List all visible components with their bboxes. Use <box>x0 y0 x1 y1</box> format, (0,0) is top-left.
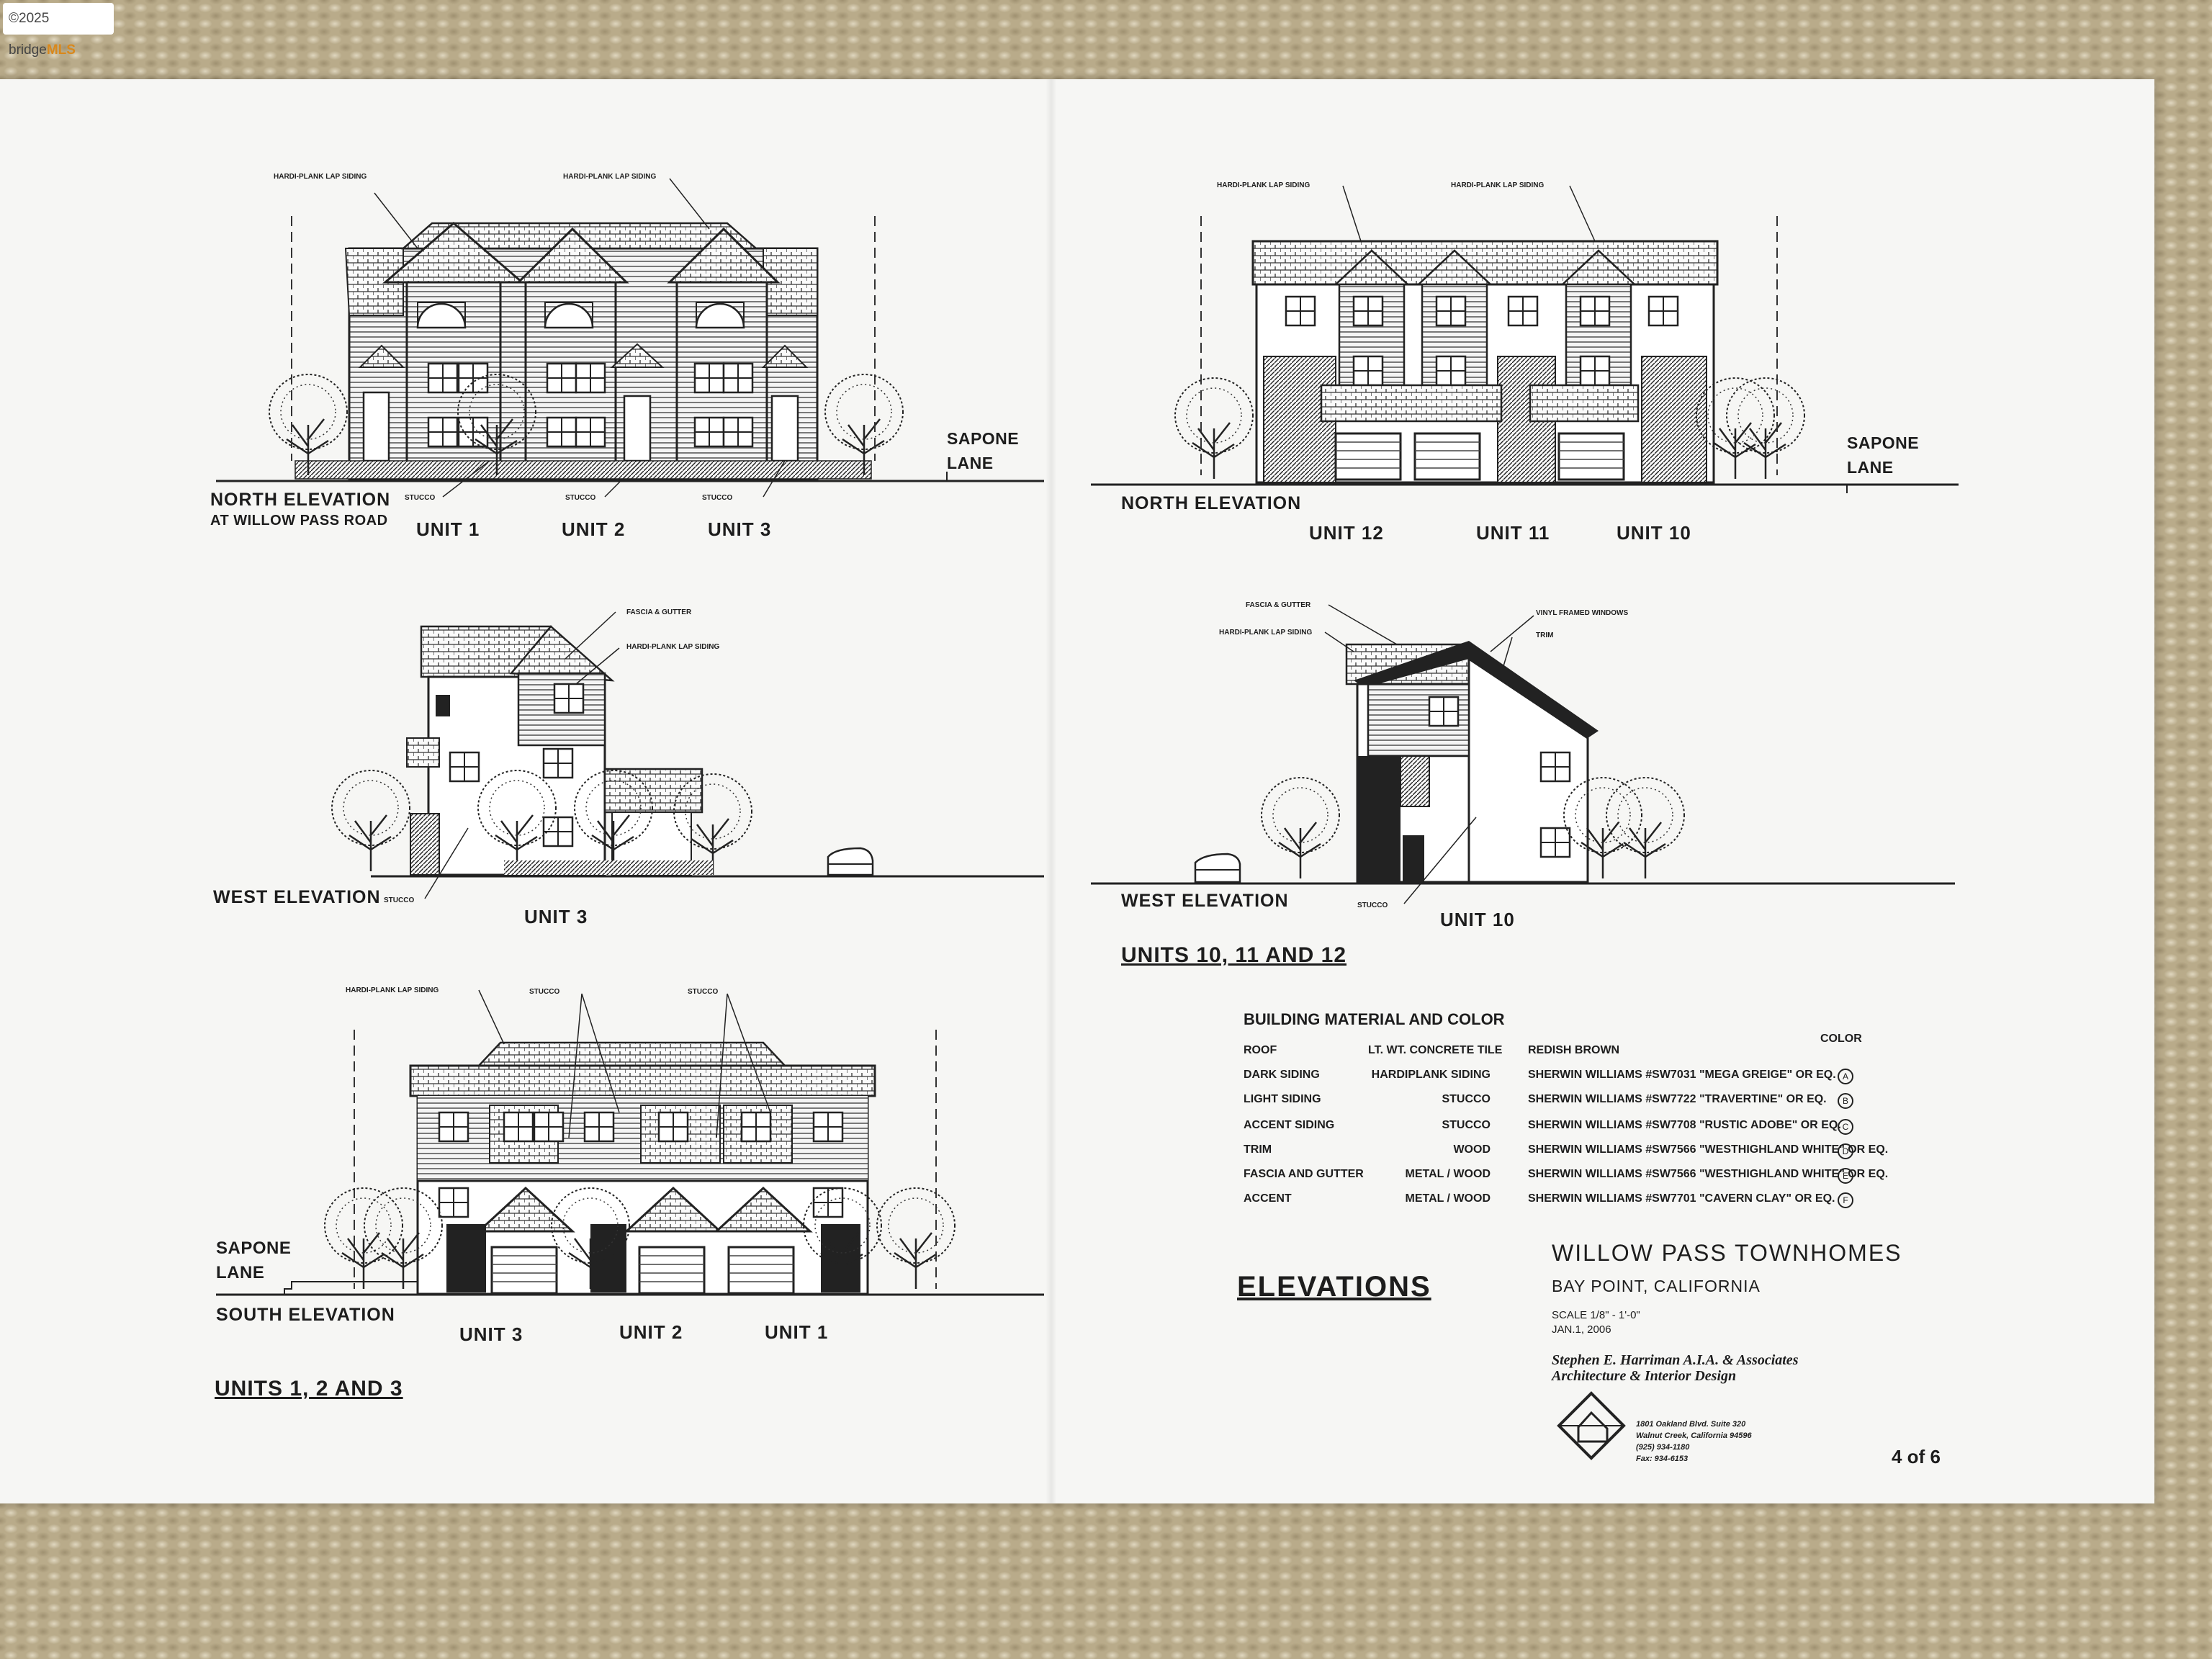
callout-trim: TRIM <box>1536 631 1554 639</box>
material-item: FASCIA AND GUTTER <box>1244 1168 1364 1180</box>
north-right-unit-10: UNIT 10 <box>1617 522 1691 544</box>
north-right-unit-11: UNIT 11 <box>1476 522 1550 544</box>
callout-hardi-plank-6: HARDI-PLANK LAP SIDING <box>1219 629 1313 637</box>
callout-stucco-2: STUCCO <box>565 494 596 502</box>
south-elevation-drawing <box>216 989 1044 1296</box>
material-item: ACCENT SIDING <box>1244 1119 1335 1131</box>
west-elevation-left-drawing <box>331 611 1044 899</box>
south-elevation-title: SOUTH ELEVATION <box>216 1305 395 1325</box>
architect-name: Stephen E. Harriman A.I.A. & Associates <box>1552 1352 1799 1368</box>
south-unit-2: UNIT 2 <box>619 1321 683 1343</box>
callout-hardi-plank-2: HARDI-PLANK LAP SIDING <box>563 173 657 181</box>
material-key: C <box>1838 1119 1853 1135</box>
north-left-unit-3: UNIT 3 <box>708 518 772 540</box>
south-street-line1: SAPONE <box>216 1238 292 1258</box>
address-phone: (925) 934-1180 <box>1636 1443 1690 1452</box>
west-left-unit-3: UNIT 3 <box>524 906 588 927</box>
materials-heading: BUILDING MATERIAL AND COLOR <box>1244 1010 1505 1028</box>
units-10-11-12-heading: UNITS 10, 11 AND 12 <box>1121 943 1347 967</box>
address-line-1: 1801 Oakland Blvd. Suite 320 <box>1636 1420 1746 1429</box>
callout-hardi-plank-1: HARDI-PLANK LAP SIDING <box>274 173 367 181</box>
north-left-street-line1: SAPONE <box>947 429 1020 448</box>
architect-firm-type: Architecture & Interior Design <box>1552 1368 1737 1384</box>
material-key: F <box>1838 1192 1853 1208</box>
units-1-2-3-heading: UNITS 1, 2 AND 3 <box>215 1377 403 1401</box>
material-item: DARK SIDING <box>1244 1069 1320 1081</box>
west-right-unit-10: UNIT 10 <box>1440 909 1515 930</box>
project-location: BAY POINT, CALIFORNIA <box>1552 1277 1761 1295</box>
north-elevation-left-drawing <box>216 178 1044 498</box>
material-type: LT. WT. CONCRETE TILE <box>1368 1044 1503 1056</box>
project-name: WILLOW PASS TOWNHOMES <box>1552 1240 1902 1266</box>
material-type: STUCCO <box>1442 1119 1491 1131</box>
architect-logo <box>1557 1391 1626 1460</box>
sheet-title: ELEVATIONS <box>1237 1271 1431 1303</box>
material-type: STUCCO <box>1442 1093 1491 1105</box>
material-color: SHERWIN WILLIAMS #SW7701 "CAVERN CLAY" O… <box>1528 1192 1835 1205</box>
north-elevation-left-subtitle: AT WILLOW PASS ROAD <box>210 513 388 529</box>
callout-stucco-4: STUCCO <box>384 896 415 904</box>
west-elevation-left-title: WEST ELEVATION <box>213 887 381 907</box>
callout-vinyl-windows: VINYL FRAMED WINDOWS <box>1536 609 1629 617</box>
material-item: LIGHT SIDING <box>1244 1093 1321 1105</box>
south-street-line2: LANE <box>216 1263 265 1282</box>
page-number: 4 of 6 <box>1892 1446 1941 1467</box>
material-type: HARDIPLANK SIDING <box>1371 1069 1491 1081</box>
north-right-unit-12: UNIT 12 <box>1309 522 1384 544</box>
callout-hardi-plank-7: HARDI-PLANK LAP SIDING <box>346 986 439 994</box>
material-color: SHERWIN WILLIAMS #SW7708 "RUSTIC ADOBE" … <box>1528 1119 1841 1131</box>
callout-hardi-plank-5: HARDI-PLANK LAP SIDING <box>626 643 720 651</box>
south-unit-1: UNIT 1 <box>765 1321 829 1343</box>
drawing-scale: SCALE 1/8" - 1'-0" <box>1552 1309 1640 1321</box>
callout-fascia-gutter-1: FASCIA & GUTTER <box>626 608 692 616</box>
callout-fascia-gutter-2: FASCIA & GUTTER <box>1246 601 1311 609</box>
material-key: B <box>1838 1093 1853 1109</box>
material-color: REDISH BROWN <box>1528 1044 1620 1056</box>
north-right-street-line1: SAPONE <box>1847 433 1920 452</box>
north-left-unit-2: UNIT 2 <box>562 518 626 540</box>
south-unit-3: UNIT 3 <box>459 1323 523 1345</box>
callout-stucco-7: STUCCO <box>688 988 719 996</box>
north-left-street-line2: LANE <box>947 454 994 472</box>
material-color: SHERWIN WILLIAMS #SW7566 "WESTHIGHLAND W… <box>1528 1143 1889 1156</box>
address-line-2: Walnut Creek, California 94596 <box>1636 1431 1752 1440</box>
material-key: A <box>1838 1069 1853 1084</box>
north-left-unit-1: UNIT 1 <box>416 518 480 540</box>
callout-stucco-5: STUCCO <box>1357 902 1388 909</box>
material-item: ROOF <box>1244 1044 1277 1056</box>
north-elevation-right-drawing <box>1091 185 1959 493</box>
materials-color-header: COLOR <box>1820 1033 1862 1045</box>
material-type: METAL / WOOD <box>1405 1192 1491 1205</box>
material-key: E <box>1838 1168 1853 1184</box>
drawing-date: JAN.1, 2006 <box>1552 1323 1611 1336</box>
material-color: SHERWIN WILLIAMS #SW7031 "MEGA GREIGE" O… <box>1528 1069 1836 1081</box>
material-item: TRIM <box>1244 1143 1272 1156</box>
north-elevation-left-title: NORTH ELEVATION <box>210 490 391 510</box>
callout-hardi-plank-4: HARDI-PLANK LAP SIDING <box>1451 181 1545 189</box>
material-item: ACCENT <box>1244 1192 1292 1205</box>
material-type: WOOD <box>1453 1143 1491 1156</box>
material-color: SHERWIN WILLIAMS #SW7566 "WESTHIGHLAND W… <box>1528 1168 1889 1180</box>
watermark-badge: ©2025 bridgeMLS <box>3 3 114 58</box>
north-elevation-right-title: NORTH ELEVATION <box>1121 493 1302 513</box>
west-elevation-right-title: WEST ELEVATION <box>1121 891 1289 911</box>
paper-fold <box>1046 79 1057 1503</box>
callout-stucco-6: STUCCO <box>529 988 560 996</box>
material-type: METAL / WOOD <box>1405 1168 1491 1180</box>
callout-stucco-1: STUCCO <box>405 494 436 502</box>
callout-hardi-plank-3: HARDI-PLANK LAP SIDING <box>1217 181 1310 189</box>
material-color: SHERWIN WILLIAMS #SW7722 "TRAVERTINE" OR… <box>1528 1093 1827 1105</box>
north-right-street-line2: LANE <box>1847 458 1894 477</box>
callout-stucco-3: STUCCO <box>702 494 733 502</box>
material-key: D <box>1838 1143 1853 1159</box>
west-elevation-right-drawing <box>1091 604 1955 904</box>
address-fax: Fax: 934-6153 <box>1636 1455 1689 1463</box>
